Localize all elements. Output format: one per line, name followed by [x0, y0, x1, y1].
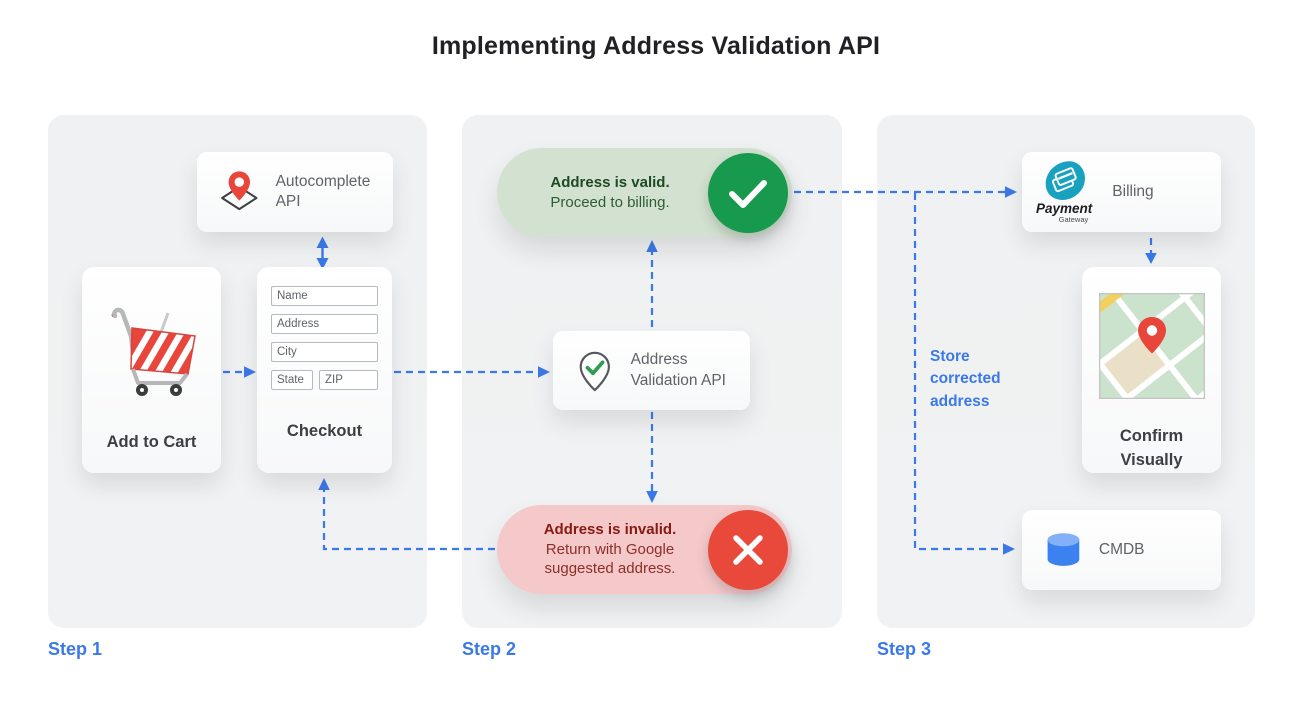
name-field[interactable]: [271, 286, 378, 306]
invalid-pill-subtitle: Return with Google suggested address.: [544, 540, 676, 578]
valid-pill-text: Address is valid. Proceed to billing.: [515, 173, 705, 213]
address-invalid-pill: Address is invalid. Return with Google s…: [497, 505, 792, 594]
checkout-label: Checkout: [286, 422, 363, 440]
confirm-visually-card: Confirm Visually: [1082, 267, 1221, 473]
autocomplete-pin-icon: [221, 171, 258, 211]
billing-card: Payment Gateway Billing: [1022, 152, 1221, 232]
page-title: Implementing Address Validation API: [431, 32, 881, 60]
payment-gateway-icon: [1045, 161, 1086, 200]
x-circle: [708, 509, 788, 590]
step2-label: Step 2: [462, 639, 517, 659]
validation-pin-icon: [579, 351, 610, 391]
shopping-cart-icon: [111, 307, 196, 396]
step1-label: Step 1: [48, 639, 103, 659]
zip-field[interactable]: [319, 370, 378, 390]
gateway-logo-text: Gateway: [1058, 215, 1089, 225]
cmdb-label: CMDB: [1098, 540, 1145, 558]
valid-pill-subtitle: Proceed to billing.: [550, 193, 670, 211]
autocomplete-api-label: Autocomplete API: [275, 172, 371, 210]
city-field[interactable]: [271, 342, 378, 362]
cart-icon-zone: [102, 285, 202, 417]
step3-label: Step 3: [877, 639, 932, 659]
payment-logo-text: Payment: [1036, 200, 1093, 216]
confirm-visually-label: Confirm Visually: [1119, 427, 1184, 470]
checkout-card: Checkout: [257, 267, 392, 473]
state-field[interactable]: [271, 370, 313, 390]
map-zone: [1098, 286, 1205, 405]
database-cylinder-icon: [1047, 533, 1080, 566]
billing-label: Billing: [1112, 182, 1154, 200]
map-thumbnail: [1098, 292, 1205, 399]
check-circle: [708, 152, 788, 233]
x-icon: [733, 534, 763, 565]
store-corrected-address-note: Store corrected address: [930, 348, 1001, 410]
address-valid-pill: Address is valid. Proceed to billing.: [497, 148, 792, 237]
address-field[interactable]: [271, 314, 378, 334]
check-icon: [729, 179, 767, 208]
state-zip-row: [271, 370, 378, 390]
valid-pill-title: Address is valid.: [550, 173, 670, 191]
autocomplete-api-card: Autocomplete API: [197, 152, 393, 232]
add-to-cart-card: Add to Cart: [82, 267, 221, 473]
add-to-cart-label: Add to Cart: [106, 433, 197, 451]
cmdb-card: CMDB: [1022, 510, 1221, 590]
address-validation-api-card: Address Validation API: [553, 331, 750, 410]
address-validation-api-label: Address Validation API: [630, 351, 726, 389]
invalid-pill-text: Address is invalid. Return with Google s…: [515, 520, 705, 579]
payment-gateway-logo: Payment Gateway: [1036, 160, 1093, 225]
checkout-form: [271, 286, 378, 390]
invalid-pill-title: Address is invalid.: [543, 520, 677, 538]
